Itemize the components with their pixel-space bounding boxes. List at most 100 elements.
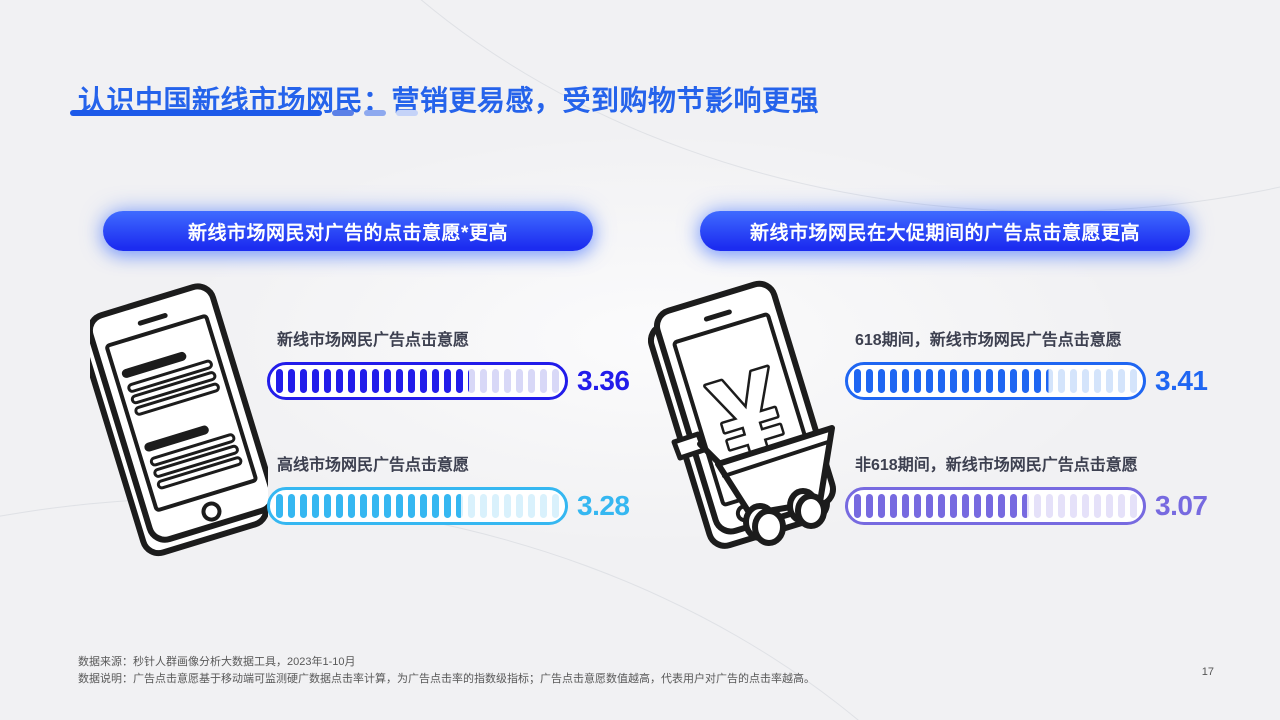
- pill-segment: [432, 369, 439, 393]
- pill-segment: [890, 369, 897, 393]
- pill-segment: [878, 494, 885, 518]
- pill-segment: [504, 494, 511, 518]
- pill-segment: [276, 369, 283, 393]
- pill-segment: [384, 369, 391, 393]
- bar-newline-market: 新线市场网民广告点击意愿 3.36: [267, 331, 637, 400]
- pill-segment: [396, 494, 403, 518]
- pill-segment: [288, 369, 295, 393]
- pill-segment: [372, 369, 379, 393]
- pill-progress-bar: [845, 487, 1146, 525]
- pill-segment: [854, 369, 861, 393]
- pill-segment: [890, 494, 897, 518]
- pill-segment: [938, 369, 945, 393]
- bar-label: 非618期间，新线市场网民广告点击意愿: [855, 457, 1138, 474]
- pill-segment: [1106, 494, 1113, 518]
- pill-segment: [516, 369, 523, 393]
- pill-segment: [926, 494, 933, 518]
- pill-segment: [1082, 494, 1089, 518]
- pill-segment: [950, 369, 957, 393]
- pill-segment: [974, 369, 981, 393]
- pill-segment: [276, 494, 283, 518]
- pill-segment: [962, 494, 969, 518]
- pill-segment: [998, 369, 1005, 393]
- footnote-note: 数据说明：广告点击意愿基于移动端可监测硬广数据点击率计算，为广告点击率的指数级指…: [78, 673, 815, 685]
- page-number: 17: [1201, 666, 1214, 678]
- pill-segment: [480, 369, 487, 393]
- pill-segment: [998, 494, 1005, 518]
- tablet-illustration: [90, 280, 268, 558]
- pill-segment: [1130, 494, 1137, 518]
- pill-segment: [324, 494, 331, 518]
- pill-segment: [540, 494, 547, 518]
- pill-segment: [348, 369, 355, 393]
- pill-segment: [444, 369, 451, 393]
- pill-segment: [408, 494, 415, 518]
- banner-right: 新线市场网民在大促期间的广告点击意愿更高: [700, 211, 1190, 251]
- pill-segment: [1082, 369, 1089, 393]
- title-underline: [70, 110, 418, 116]
- pill-segment: [1070, 494, 1077, 518]
- pill-segment: [312, 494, 319, 518]
- pill-segment: [986, 369, 993, 393]
- pill-segment: [372, 494, 379, 518]
- pill-segment: [336, 369, 343, 393]
- underline-dash: [396, 110, 418, 116]
- pill-segment: [528, 369, 535, 393]
- bar-non-618-period: 非618期间，新线市场网民广告点击意愿 3.07: [845, 456, 1215, 525]
- pill-segment: [552, 369, 559, 393]
- pill-segment: [1058, 369, 1065, 393]
- pill-segment: [300, 494, 307, 518]
- pill-segment: [528, 494, 535, 518]
- bar-value: 3.07: [1155, 490, 1208, 521]
- underline-dash: [364, 110, 386, 116]
- shopping-cart-icon: [671, 425, 835, 546]
- pill-segment: [468, 369, 475, 393]
- pill-segment: [1070, 369, 1077, 393]
- pill-segment: [384, 494, 391, 518]
- bar-value: 3.41: [1155, 365, 1208, 396]
- footnote-source: 数据来源：秒针人群画像分析大数据工具，2023年1-10月: [78, 656, 356, 668]
- pill-segment: [1094, 369, 1101, 393]
- phone-cart-illustration: ¥: [648, 264, 853, 564]
- pill-segment: [492, 369, 499, 393]
- pill-segment: [1118, 369, 1125, 393]
- pill-segment: [914, 494, 921, 518]
- bar-value: 3.36: [577, 365, 630, 396]
- pill-segment: [552, 494, 559, 518]
- pill-segment: [854, 494, 861, 518]
- pill-segment: [480, 494, 487, 518]
- pill-segment: [1046, 494, 1053, 518]
- pill-segment: [456, 369, 463, 393]
- pill-segment: [1130, 369, 1137, 393]
- pill-segment: [1118, 494, 1125, 518]
- pill-segment: [288, 494, 295, 518]
- pill-segment: [324, 369, 331, 393]
- pill-segment: [516, 494, 523, 518]
- pill-segment: [348, 494, 355, 518]
- pill-segment: [540, 369, 547, 393]
- pill-segment: [492, 494, 499, 518]
- pill-segment: [1034, 494, 1041, 518]
- pill-progress-bar: [267, 362, 568, 400]
- pill-segment: [902, 494, 909, 518]
- pill-segment: [1106, 369, 1113, 393]
- pill-segment: [504, 369, 511, 393]
- bar-618-period: 618期间，新线市场网民广告点击意愿 3.41: [845, 331, 1215, 400]
- pill-segment: [866, 494, 873, 518]
- bar-label: 高线市场网民广告点击意愿: [277, 457, 470, 474]
- pill-segment: [360, 369, 367, 393]
- bar-label: 新线市场网民广告点击意愿: [277, 332, 470, 349]
- pill-segment: [926, 369, 933, 393]
- pill-segment: [456, 494, 463, 518]
- underline-dash: [332, 110, 354, 116]
- footnote: 数据来源：秒针人群画像分析大数据工具，2023年1-10月 数据说明：广告点击意…: [78, 654, 815, 688]
- bar-highline-market: 高线市场网民广告点击意愿 3.28: [267, 456, 637, 525]
- pill-segment: [1010, 369, 1017, 393]
- pill-segment: [420, 494, 427, 518]
- pill-segment: [1022, 494, 1029, 518]
- pill-segment: [1034, 369, 1041, 393]
- pill-segment: [408, 369, 415, 393]
- underline-segment: [70, 110, 322, 116]
- pill-segment: [1010, 494, 1017, 518]
- pill-segment: [1058, 494, 1065, 518]
